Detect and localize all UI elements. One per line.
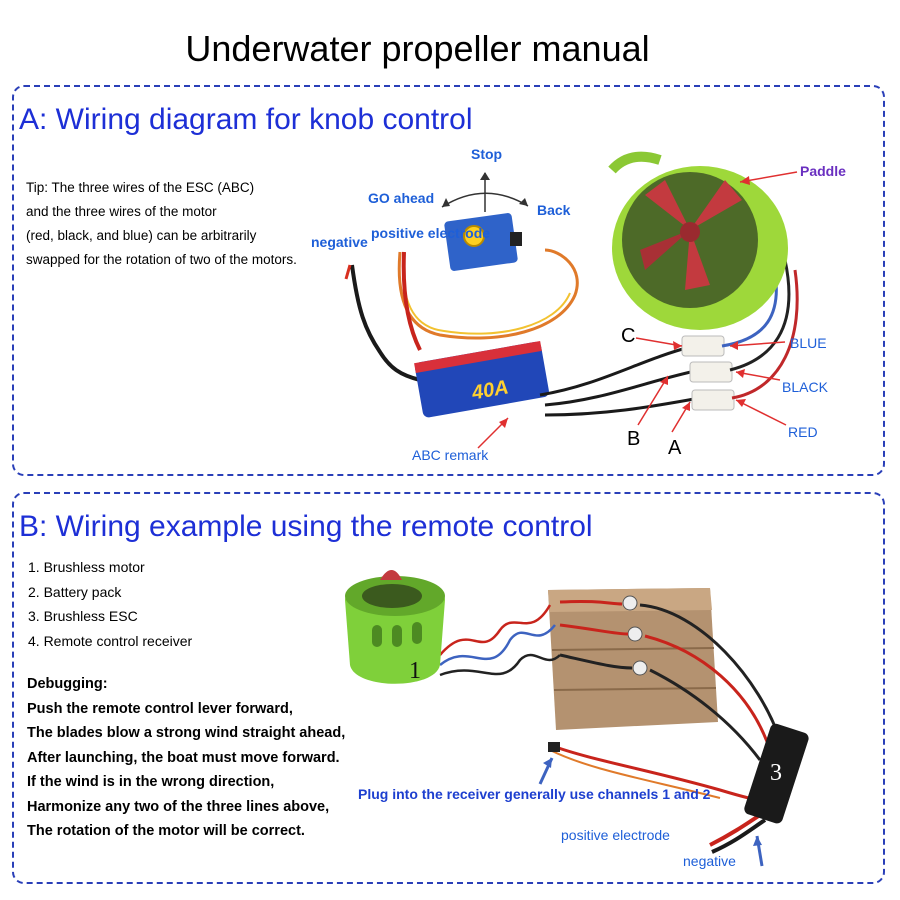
label-c: C <box>621 325 636 347</box>
motor-b-illustration <box>345 570 445 684</box>
label-blue-wire: BLUE <box>790 335 827 351</box>
esc-b-illustration <box>744 723 809 824</box>
esc-illustration: 40A <box>414 340 549 418</box>
list-item: 1. Brushless motor <box>28 559 145 575</box>
debug-line: The rotation of the motor will be correc… <box>27 823 305 839</box>
marker-3: 3 <box>770 760 782 786</box>
debug-line: The blades blow a strong wind straight a… <box>27 725 346 741</box>
label-a: A <box>668 437 682 459</box>
label-abc-remark: ABC remark <box>412 447 489 463</box>
label-negative-a: negative <box>311 234 368 250</box>
terminal-blocks <box>681 335 735 411</box>
page-title: Underwater propeller manual <box>185 28 650 69</box>
panel-remote-control <box>12 492 885 884</box>
section-a-heading: A: Wiring diagram for knob control <box>19 103 473 136</box>
tip-line: Tip: The three wires of the ESC (ABC) <box>26 180 255 195</box>
debug-line: If the wind is in the wrong direction, <box>27 774 275 790</box>
debug-title: Debugging: <box>27 676 108 692</box>
label-positive-electrode-b: positive electrode <box>561 827 670 843</box>
label-plug: Plug into the receiver generally use cha… <box>358 786 711 802</box>
section-b-heading: B: Wiring example using the remote contr… <box>19 510 593 543</box>
tip-line: and the three wires of the motor <box>26 204 217 219</box>
label-back: Back <box>537 202 571 218</box>
propeller-illustration <box>608 151 788 330</box>
knob-module-illustration <box>397 213 579 340</box>
debugging-text: Debugging: Push the remote control lever… <box>27 672 345 844</box>
panel-knob-control <box>12 85 885 476</box>
list-item: 4. Remote control receiver <box>28 632 193 649</box>
tip-line: swapped for the rotation of two of the m… <box>26 252 297 267</box>
battery-pack-illustration <box>548 588 718 730</box>
label-paddle: Paddle <box>800 163 846 179</box>
label-black-wire: BLACK <box>782 379 828 395</box>
label-b: B <box>627 428 641 450</box>
label-stop: Stop <box>471 146 503 162</box>
label-go-ahead: GO ahead <box>368 190 435 206</box>
label-red-wire: RED <box>788 424 818 440</box>
list-item: 2. Battery pack <box>28 583 122 600</box>
component-list: 1. Brushless motor 2. Battery pack 3. Br… <box>28 555 192 653</box>
marker-1: 1 <box>409 658 421 684</box>
list-item: 3. Brushless ESC <box>28 608 138 624</box>
tip-text: Tip: The three wires of the ESC (ABC) an… <box>26 176 297 272</box>
label-negative-b: negative <box>683 853 736 869</box>
debug-line: Harmonize any two of the three lines abo… <box>27 798 330 815</box>
debug-line: Push the remote control lever forward, <box>27 700 293 717</box>
label-positive-electrode-a: positive electrode <box>371 225 491 241</box>
debug-line: After launching, the boat must move forw… <box>27 749 340 766</box>
tip-line: (red, black, and blue) can be arbitraril… <box>26 228 257 243</box>
